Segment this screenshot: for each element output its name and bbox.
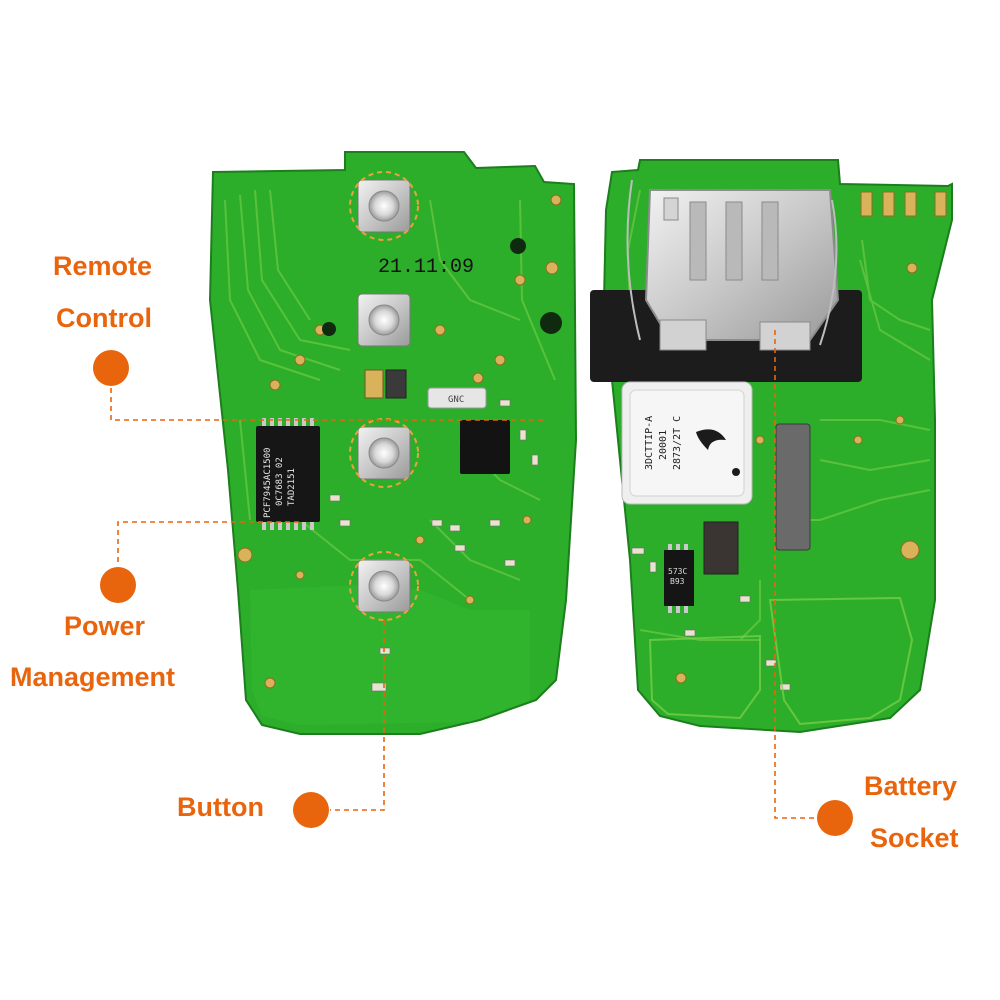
mount-hole: [322, 322, 336, 336]
battery-socket-leader: [774, 330, 815, 819]
crystal-marking: GNC: [448, 395, 464, 405]
leader-lines: [110, 330, 815, 819]
remote-control-label-line2: Control: [56, 303, 152, 333]
module-marking-3: 2873/2T C: [672, 416, 683, 470]
battery-socket-label-line2: Socket: [870, 823, 959, 853]
remote-control-leader: [110, 388, 545, 421]
orange-dot-icon: [817, 800, 853, 836]
contact-pads: [860, 191, 947, 217]
date-code: 21.11:09: [378, 256, 474, 279]
module-marking-1: 3DCTTIP-A: [644, 416, 655, 470]
power-management-label-line2: Management: [10, 662, 176, 692]
tactile-button: [349, 418, 419, 488]
main-chip-marking-2: 0C7683 02: [275, 457, 285, 506]
battery-socket-label-line1: Battery: [864, 771, 958, 801]
capacitor: [385, 369, 407, 399]
qfn-chip: [460, 420, 510, 474]
mount-hole: [510, 238, 526, 254]
main-chip-marking-3: TAD2151: [287, 468, 297, 506]
power-management-label-line1: Power: [64, 611, 146, 641]
rf-module: [621, 381, 753, 505]
smd-parts: [329, 399, 539, 692]
orange-dot-icon: [100, 567, 136, 603]
left-pcb-board: [208, 151, 578, 735]
battery-socket: [590, 179, 862, 382]
button-label: Button: [177, 792, 264, 822]
main-chip: [256, 418, 320, 530]
tactile-button: [357, 293, 411, 347]
left-vias: [237, 194, 562, 689]
crystal: [427, 387, 487, 409]
button-leader: [330, 620, 385, 811]
tactile-button: [349, 551, 419, 621]
right-pcb-board: [590, 159, 953, 734]
smd-parts: [631, 547, 791, 691]
main-chip-marking-1: PCF7945AC1500: [263, 448, 273, 518]
smd-chip: [703, 521, 739, 575]
antenna-trace: [768, 596, 914, 726]
label-markers: [93, 350, 853, 836]
capacitor: [364, 369, 384, 399]
orange-dot-icon: [93, 350, 129, 386]
tactile-button: [349, 171, 419, 241]
power-management-leader: [117, 521, 300, 562]
right-vias: [675, 262, 920, 684]
mount-hole: [540, 312, 562, 334]
remote-control-label-line1: Remote: [53, 251, 153, 281]
small-ic-marking-1: 573C: [668, 567, 687, 576]
antenna-trace: [648, 634, 761, 720]
orange-dot-icon: [293, 792, 329, 828]
small-ic: [664, 544, 694, 613]
left-traces: [224, 189, 556, 601]
small-ic-marking-2: B93: [670, 577, 685, 586]
connector-strip: [775, 423, 811, 551]
module-marking-2: 20001: [658, 430, 669, 460]
